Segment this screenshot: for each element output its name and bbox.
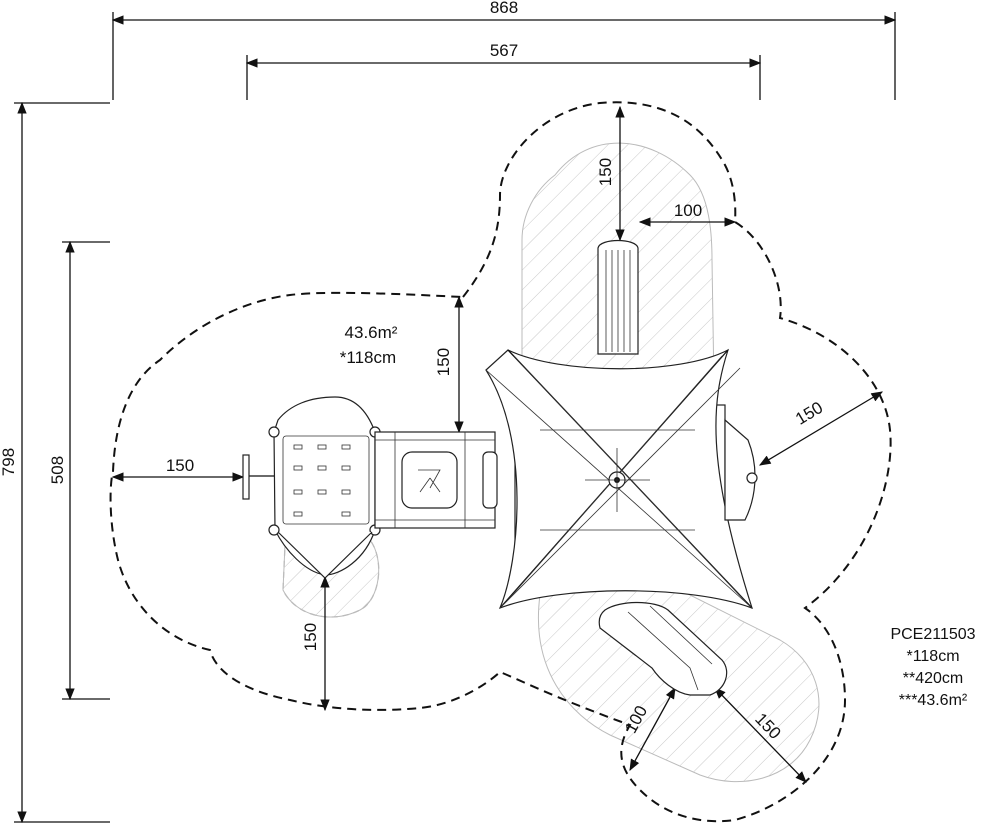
area-note-height: *118cm (340, 348, 396, 367)
bridge-panel (401, 451, 458, 509)
equipment-top-view (242, 239, 758, 696)
dimension-overall-width: 868 (111, 0, 897, 100)
right-attachment (724, 418, 756, 521)
product-legend: PCE211503 *118cm **420cm ***43.6m² (866, 624, 1000, 712)
dimension-inner-length: 508 (48, 240, 110, 701)
left-lower-clearance-label: 150 (301, 623, 320, 651)
inner-width-label: 567 (490, 41, 518, 60)
legend-max-height: **420cm (902, 670, 964, 687)
slide (598, 601, 728, 696)
left-clearance-label: 150 (166, 456, 194, 475)
dimension-inner-width: 567 (245, 41, 762, 100)
area-note: 43.6m² *118cm (340, 323, 398, 367)
top-side-clearance-label: 100 (674, 201, 702, 220)
product-code: PCE211503 (890, 626, 976, 643)
top-clearance-label: 150 (596, 158, 615, 186)
legend-fall-height: *118cm (906, 648, 960, 665)
inner-length-label: 508 (48, 456, 67, 484)
dimension-overall-length: 798 (0, 101, 110, 824)
overall-length-label: 798 (0, 448, 18, 476)
right-clearance-label: 150 (792, 398, 826, 429)
legend-safety-area: ***43.6m² (898, 692, 968, 709)
overall-width-label: 868 (490, 0, 518, 17)
left-upper-clearance-label: 150 (434, 348, 453, 376)
area-note-area: 43.6m² (345, 323, 398, 342)
safety-zone-outline (109, 101, 892, 823)
